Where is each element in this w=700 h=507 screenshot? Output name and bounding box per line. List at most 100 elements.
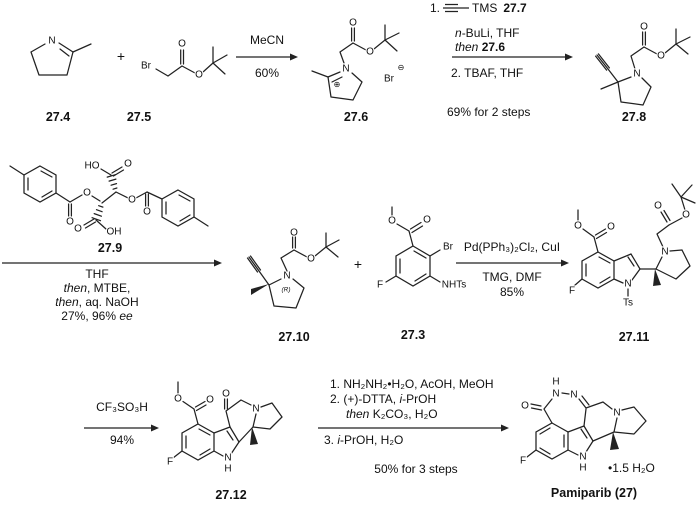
condition-step6-line4: 3. i-PrOH, H₂O (324, 433, 403, 447)
atom-N: N (48, 36, 55, 47)
bonds-27-5 (155, 46, 228, 77)
atom-F: F (520, 456, 526, 467)
arrow-step6 (318, 424, 509, 432)
structure-27-5: Br O O (140, 38, 228, 82)
condition-step2-line1: 1. TMS 27.7 (430, 1, 527, 15)
atom-O: O (388, 216, 396, 227)
atom-N: N (552, 389, 559, 400)
compound-label-27-12: 27.12 (215, 488, 247, 502)
stereo-label-R: (R) (281, 287, 290, 294)
atom-O: O (682, 210, 690, 221)
atom-OH: OH (107, 227, 122, 238)
atom-O: O (143, 207, 151, 218)
atom-O: O (290, 228, 298, 239)
compound-label-27-11: 27.11 (618, 330, 650, 344)
condition-step3-line2: then, MTBE, (27, 281, 167, 295)
atom-O: O (124, 159, 132, 170)
wedge-methyl (251, 284, 269, 295)
atom-H: H (224, 464, 231, 475)
atom-O: O (83, 188, 91, 199)
atom-O: O (206, 395, 214, 406)
condition-step3-line3: then, aq. NaOH (27, 295, 167, 309)
condition-step6-yield: 50% for 3 steps (374, 462, 458, 476)
atom-O: O (654, 201, 662, 212)
atom-O: O (366, 47, 374, 58)
atom-O: O (66, 217, 74, 228)
atom-O: O (178, 39, 186, 50)
condition-step6-line3: then K₂CO₃, H₂O (346, 407, 438, 421)
arrow-step2 (452, 53, 573, 61)
structure-27-12: N H N O O O F (166, 381, 283, 476)
structure-27-6: N O O ⊕ Br ⊖ (311, 17, 405, 101)
atom-N: N (283, 271, 290, 282)
step6-line2-italic: i (399, 392, 403, 406)
step2-line3-italic: then (455, 40, 482, 54)
compound-label-27-4: 27.4 (45, 110, 71, 124)
wedge-methyl (653, 269, 661, 286)
condition-step4-above: Pd(PPh₃)₂Cl₂, CuI (463, 240, 561, 254)
compound-label-27-10: 27.10 (278, 330, 310, 344)
structure-27-9: O O O OH HO O O O (9, 158, 209, 239)
atom-F: F (569, 286, 575, 297)
bonds-27-6 (311, 24, 400, 101)
step3-line2-rest: , MTBE, (87, 281, 131, 295)
step3-line3-italic: then (55, 295, 79, 309)
atom-HO: HO (85, 161, 100, 172)
step6-line2a: 2. (+)-DTTA, (330, 392, 400, 406)
atom-O: O (174, 394, 182, 405)
compound-label-27-5: 27.5 (126, 110, 152, 124)
step2-ref: 27.7 (503, 1, 527, 15)
bonds-pamiparib (526, 392, 647, 460)
step6-line3b: K₂CO₃, H₂O (369, 407, 438, 421)
condition-step3-line1: THF (85, 267, 109, 281)
atom-Br: Br (443, 242, 454, 253)
atom-O: O (640, 22, 648, 33)
structure-27-8: N O O (594, 22, 691, 106)
atom-Ts: Ts (623, 298, 633, 309)
step2-line2-rest: -BuLi, THF (461, 26, 520, 40)
atom-H: H (552, 377, 559, 388)
structure-27-10: N O O (R) (246, 228, 340, 309)
atom-O: O (195, 70, 203, 81)
atom-N: N (579, 452, 586, 463)
condition-step2-line2: n-BuLi, THF (455, 26, 519, 40)
atom-N: N (613, 408, 620, 419)
atom-N: N (661, 247, 668, 258)
alkyne-bond-icon (443, 3, 470, 13)
atom-N: N (224, 453, 231, 464)
atom-NHTs: NHTs (442, 280, 466, 291)
bonds-27-12 (172, 381, 283, 461)
atom-O: O (657, 51, 665, 62)
atom-O: O (349, 18, 357, 29)
bonds-27-4 (30, 42, 92, 76)
condition-step5-yield: 94% (109, 433, 135, 447)
compound-label-27-8: 27.8 (621, 110, 647, 124)
structure-27-4: N (30, 35, 92, 76)
atom-O: O (307, 254, 315, 265)
compound-label-27-3: 27.3 (400, 328, 426, 342)
step2-reagent: TMS (472, 1, 498, 15)
bonds-27-3 (385, 206, 441, 287)
step6-line3-italic: then (346, 407, 370, 421)
atom-Br-counterion: Br (384, 74, 395, 85)
condition-step4-below1: TMG, DMF (482, 270, 542, 284)
atom-O: O (222, 389, 230, 400)
step6-line2c: -PrOH (402, 392, 437, 406)
step6-line4c: -PrOH, H₂O (340, 433, 404, 447)
atom-O: O (128, 195, 136, 206)
plus-charge: ⊕ (334, 80, 341, 89)
condition-step3-yield: 27%, 96% ee (27, 309, 167, 323)
compound-label-27-6: 27.6 (343, 110, 369, 124)
compound-label-27-9: 27.9 (97, 241, 123, 255)
bonds-27-8 (594, 28, 691, 106)
condition-step1-yield: 60% (254, 66, 280, 80)
arrow-step4 (456, 259, 569, 267)
atom-O: O (74, 224, 82, 235)
condition-step2-line4: 2. TBAF, THF (451, 66, 524, 80)
atom-O: O (574, 221, 582, 232)
plus-sign-1: + (116, 48, 126, 64)
condition-step2-line3: then 27.6 (455, 40, 505, 54)
step2-number: 1. (430, 1, 441, 15)
bonds-27-10 (246, 232, 340, 309)
